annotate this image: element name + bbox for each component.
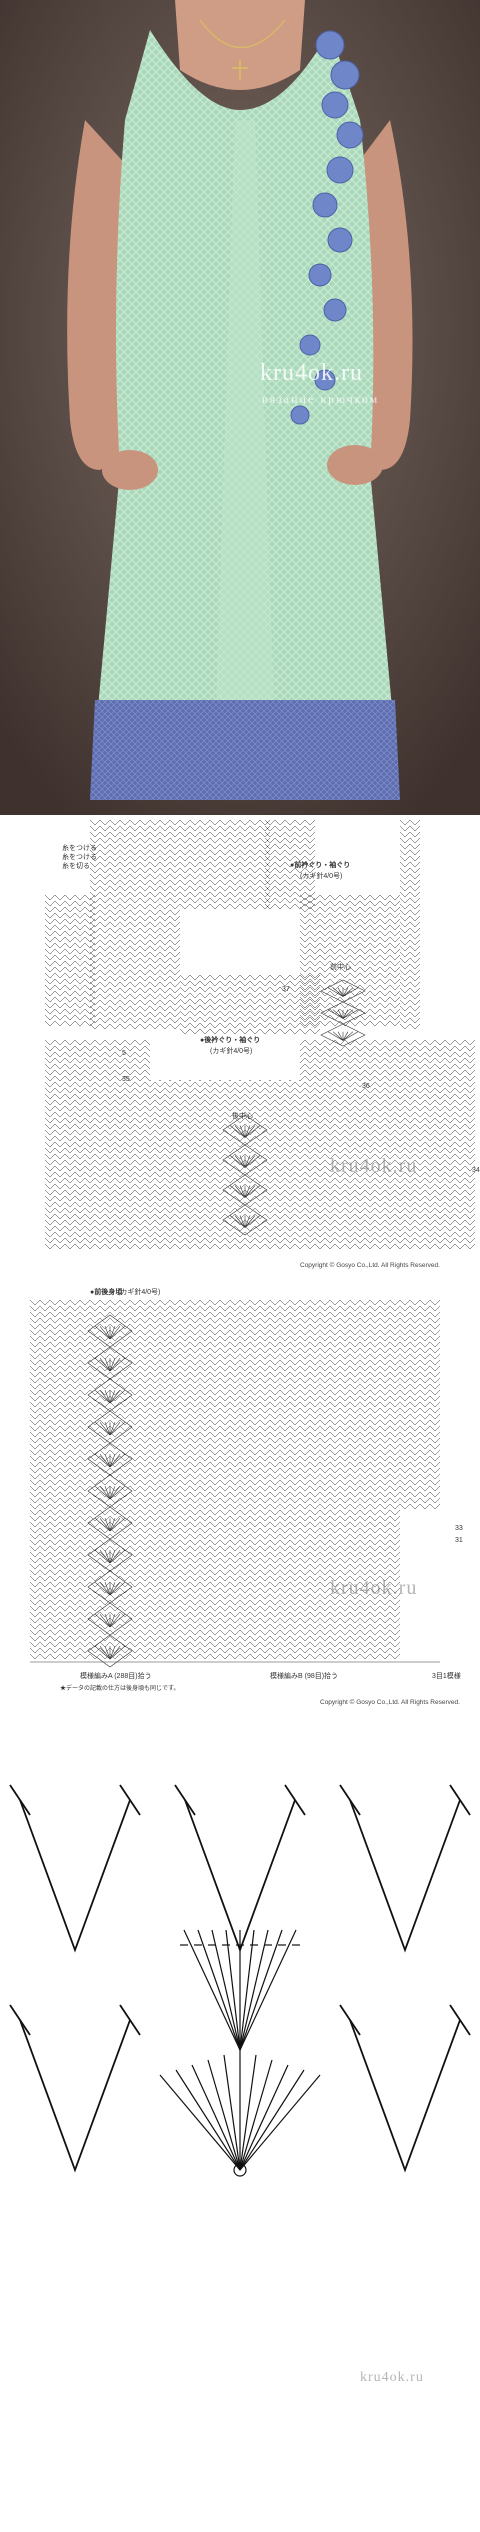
- stitch-symbol-detail: kru4ok.ru: [0, 1720, 480, 2532]
- back-row-36: 36: [362, 1083, 370, 1090]
- body-bottom-left: 模様編みA (288目)拾う: [80, 1673, 152, 1680]
- stitch-symbol-illustration: [9, 1784, 471, 2177]
- body-chart-title: ●前後身頃: [90, 1289, 123, 1296]
- back-chart-title: ●後衿ぐり・袖ぐり: [200, 1037, 261, 1044]
- front-row-5: 5: [122, 1050, 126, 1057]
- watermark-site-chart1: kru4ok.ru: [330, 1155, 418, 1177]
- body-bottom-right: 模様編みB (98目)拾う: [270, 1673, 339, 1680]
- front-center-label: 前中心: [330, 964, 351, 971]
- watermark-site: kru4ok.ru: [260, 360, 363, 386]
- legend-2: 糸をつける: [62, 854, 97, 861]
- front-chart-title: ●前衿ぐり・袖ぐり: [290, 862, 351, 869]
- neckline-charts: ●前衿ぐり・袖ぐり (カギ針4/0号) 前中心 37 35 5 糸をつける 糸を…: [0, 815, 480, 1275]
- body-chart-hook: (カギ針4/0号): [118, 1289, 161, 1296]
- watermark-site-chart2: kru4ok.ru: [330, 1577, 418, 1599]
- front-row-35: 35: [122, 1076, 130, 1083]
- back-center-label: 後中心: [232, 1113, 253, 1120]
- watermark-tagline: вязание крючком: [262, 392, 380, 406]
- copyright-chart2: Copyright © Gosyo Co.,Ltd. All Rights Re…: [320, 1699, 460, 1706]
- body-footnote: ★データの記載の仕方は後身頃も同じです。: [60, 1686, 180, 1692]
- watermark-site-symbols: kru4ok.ru: [360, 2370, 424, 2385]
- front-chart-hook: (カギ針4/0号): [300, 873, 343, 880]
- body-row-31: 31: [455, 1537, 463, 1544]
- body-chart-grid: [29, 1299, 441, 1668]
- body-chart: ●前後身頃 (カギ針4/0号) 33 31 模様編みA (288目)拾う 模様編…: [0, 1275, 480, 1720]
- back-row-34: 34: [472, 1167, 480, 1174]
- front-row-37: 37: [282, 986, 290, 993]
- back-chart-hook: (カギ針4/0号): [210, 1048, 253, 1055]
- dress-photo: kru4ok.ru вязание крючком: [0, 0, 480, 815]
- legend-1: 糸をつける: [62, 845, 97, 852]
- legend-3: 糸を切る: [62, 863, 90, 870]
- neckline-chart-grid: [44, 819, 476, 1250]
- body-row-33: 33: [455, 1525, 463, 1532]
- dress-photo-illustration: [0, 0, 480, 815]
- body-note: 3目1模様: [432, 1673, 461, 1680]
- copyright-chart1: Copyright © Gosyo Co.,Ltd. All Rights Re…: [300, 1262, 440, 1269]
